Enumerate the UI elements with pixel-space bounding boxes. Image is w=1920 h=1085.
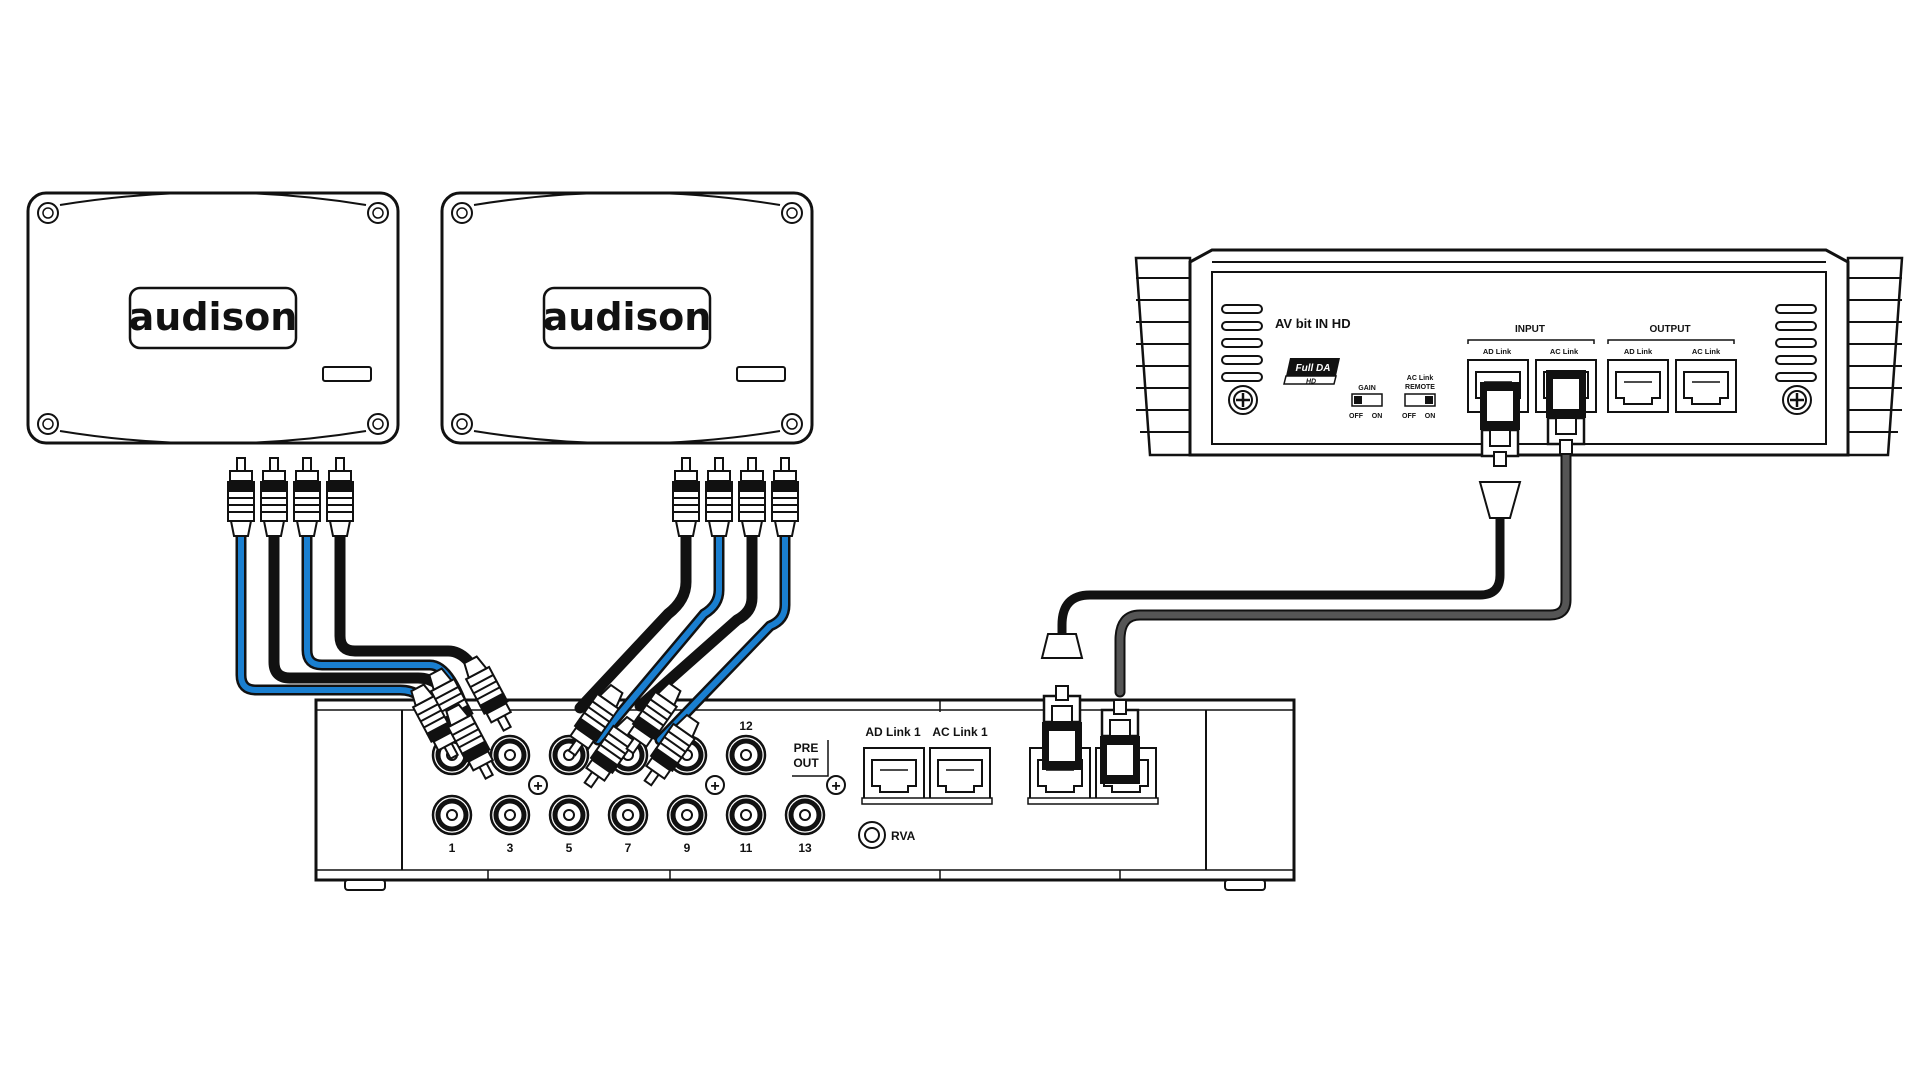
- rj-plug-interface-ac: [1544, 368, 1588, 456]
- label-ad-link-1: AD Link 1: [865, 725, 921, 739]
- label-pre: PRE: [794, 741, 819, 755]
- label-output: OUTPUT: [1649, 324, 1690, 335]
- label-out: OUT: [793, 756, 819, 770]
- rj-plug-interface-ad: [1478, 380, 1522, 519]
- label-ch-7: 7: [625, 841, 632, 855]
- output-ac-link-port: [1675, 359, 1737, 413]
- vent-right: [1775, 304, 1817, 382]
- label-ch-11: 11: [740, 841, 753, 855]
- label-input-ac-link: AC Link: [1550, 347, 1579, 356]
- vent-left: [1221, 304, 1263, 382]
- remote-on-label: ON: [1425, 413, 1436, 420]
- cable-ad-link: [1057, 493, 1505, 653]
- output-ad-link-port: [1607, 359, 1669, 413]
- rca-jack-1: [433, 796, 471, 834]
- label-ac-link-1: AC Link 1: [932, 725, 988, 739]
- cable-amp2-ch3: [634, 529, 758, 712]
- rca-jack-13: [786, 796, 824, 834]
- cable-amp1-ch2: [268, 529, 458, 708]
- interface-model: AV bit IN HD: [1275, 316, 1351, 331]
- label-ac-link-remote-2: REMOTE: [1405, 384, 1435, 391]
- gain-on-label: ON: [1372, 413, 1383, 420]
- amp-2-brand: audison: [543, 295, 712, 339]
- rca-jack-9: [668, 796, 706, 834]
- label-ch-5: 5: [566, 841, 573, 855]
- interface-fins-left: [1134, 256, 1192, 457]
- cable-amp2-ch2: [595, 532, 722, 743]
- gain-off-label: OFF: [1349, 413, 1364, 420]
- rj-plug-processor-ad: [1040, 633, 1084, 772]
- rva-jack: RVA: [858, 821, 916, 849]
- label-input: INPUT: [1515, 324, 1545, 335]
- remote-off-label: OFF: [1402, 413, 1417, 420]
- svg-text:+: +: [710, 778, 719, 795]
- amp-2-logo-badge: [542, 286, 712, 350]
- amplifier-1: audison: [26, 191, 400, 445]
- rca-jack-3: [491, 796, 529, 834]
- cable-amp2-ch1: [574, 529, 692, 714]
- label-rva: RVA: [891, 829, 916, 843]
- rj-plugs: [1040, 368, 1588, 786]
- svg-text:+: +: [831, 778, 840, 795]
- label-ch-13: 13: [798, 841, 812, 855]
- logo-hd: HD: [1306, 379, 1316, 386]
- amp-1-led: [322, 366, 372, 382]
- rca-jack-7: [609, 796, 647, 834]
- label-ch-1: 1: [449, 841, 456, 855]
- label-input-ad-link: AD Link: [1483, 347, 1512, 356]
- amp-2-led: [736, 366, 786, 382]
- rca-jack-11: [727, 796, 765, 834]
- amp-1-brand: audison: [129, 295, 298, 339]
- label-output-ad-link: AD Link: [1624, 347, 1653, 356]
- label-ch-3: 3: [507, 841, 514, 855]
- amplifier-2: audison: [440, 191, 814, 445]
- rca-jack-5: [550, 796, 588, 834]
- rca-jack-12: [727, 736, 765, 774]
- cable-ac-link: [1116, 451, 1570, 696]
- logo-full-da: Full DA: [1296, 363, 1331, 374]
- rca-plugs-amp1: [226, 457, 355, 537]
- ad-link-1-port: [863, 747, 925, 801]
- label-ch-9: 9: [684, 841, 691, 855]
- amp-1-logo-badge: [128, 286, 298, 350]
- label-ac-link-remote-1: AC Link: [1407, 375, 1434, 382]
- rj-plug-processor-ac: [1098, 698, 1142, 786]
- label-gain: GAIN: [1358, 385, 1376, 392]
- ac-link-1-port: [929, 747, 991, 801]
- svg-text:+: +: [533, 778, 542, 795]
- link-cables: [1057, 449, 1572, 698]
- label-ch-12: 12: [739, 719, 753, 733]
- rca-plugs-amp2: [671, 457, 800, 537]
- label-output-ac-link: AC Link: [1692, 347, 1721, 356]
- ground-screw-left-icon: [1228, 385, 1258, 415]
- plus-markers: + + +: [528, 775, 846, 795]
- full-da-hd-logo: Full DA HD: [1283, 358, 1340, 386]
- ground-screw-right-icon: [1782, 385, 1812, 415]
- interface-fins-right: [1846, 256, 1904, 457]
- cable-amp2-ch4: [657, 532, 788, 743]
